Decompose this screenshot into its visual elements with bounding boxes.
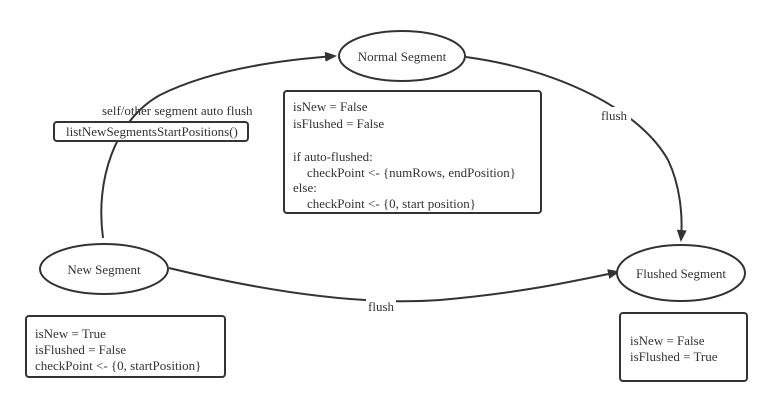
state-label: New Segment <box>67 262 141 277</box>
note-line: isFlushed = False <box>35 342 126 357</box>
edge-normal-to-flushed <box>465 56 687 242</box>
note-normal-segment: isNew = False isFlushed = False if auto-… <box>283 90 542 214</box>
edge-new-to-normal <box>100 51 337 239</box>
method-box: listNewSegmentsStartPositions() <box>53 121 249 142</box>
note-new-segment: isNew = True isFlushed = False checkPoin… <box>25 315 226 378</box>
edge-label-auto-flush: self/other segment auto flush <box>102 103 253 118</box>
edge-label-flush-new: flush <box>368 299 395 314</box>
state-label: Normal Segment <box>358 49 447 64</box>
state-new-segment: New Segment <box>39 243 169 295</box>
note-line: isFlushed = False <box>293 116 384 131</box>
note-line: isNew = True <box>35 326 106 341</box>
method-label: listNewSegmentsStartPositions() <box>66 124 238 139</box>
note-line: checkPoint <- {0, startPosition} <box>35 358 201 373</box>
edge-new-to-flushed <box>168 267 620 303</box>
note-line: else: <box>293 180 317 195</box>
note-line: checkPoint <- {numRows, endPosition} <box>307 165 516 180</box>
state-label: Flushed Segment <box>636 266 726 281</box>
note-line: isNew = False <box>630 333 705 348</box>
note-flushed-segment: isNew = False isFlushed = True <box>619 312 748 382</box>
state-flushed-segment: Flushed Segment <box>616 244 746 302</box>
note-line: if auto-flushed: <box>293 149 373 164</box>
state-normal-segment: Normal Segment <box>338 30 466 82</box>
note-line: isFlushed = True <box>630 349 718 364</box>
edge-label-flush-normal: flush <box>601 108 628 123</box>
note-line: isNew = False <box>293 99 368 114</box>
note-line: checkPoint <- {0, start position} <box>307 196 476 211</box>
